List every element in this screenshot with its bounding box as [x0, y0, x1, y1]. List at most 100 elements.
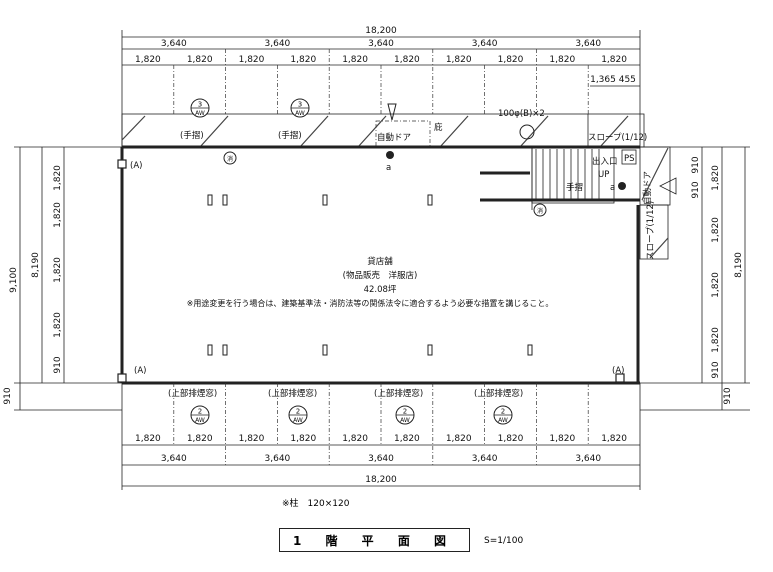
bottom-subspan-dimension: 1,820 — [135, 434, 161, 444]
ps-label: PS — [624, 154, 635, 164]
column — [615, 373, 625, 383]
bottom-subspan-dimension: 1,820 — [290, 434, 316, 444]
bottom-span-dimension: 3,640 — [368, 454, 394, 464]
section-code: AW — [195, 110, 205, 117]
handrail-label-2: (手摺) — [278, 130, 302, 141]
extinguisher-label-2: 消 — [537, 207, 543, 215]
top-span-dimension: 3,640 — [368, 39, 394, 49]
right-segment-dimension: 910 — [711, 361, 721, 378]
bottom-subspan-dimension: 1,820 — [601, 434, 627, 444]
room-name: 貸店舗 — [367, 256, 393, 267]
smoke-window-1: (上部排煙窓) — [168, 388, 217, 399]
top-span-dimension: 3,640 — [575, 39, 601, 49]
left-total-dimension: 9,100 — [9, 267, 19, 293]
axis-a-bottom-left: (A) — [134, 366, 146, 376]
section-marker-bottom: 2AW — [190, 405, 210, 425]
room-notice: ※用途変更を行う場合は、建築基準法・消防法等の関係法令に適合するよう必要な措置を… — [187, 298, 554, 308]
top-subspan-dimension: 1,820 — [394, 55, 420, 65]
door-marker-icon — [387, 103, 397, 121]
column — [117, 373, 127, 383]
extinguisher-icon — [223, 151, 237, 165]
stair[interactable] — [531, 146, 615, 204]
top-subspan-dimension: 1,820 — [549, 55, 575, 65]
stair-handrail-label: 手摺 — [566, 182, 583, 193]
top-total-dimension: 18,200 — [365, 26, 397, 36]
section-code: AW — [295, 110, 305, 117]
point-a-label-2: a — [386, 163, 391, 173]
eaves-label: 庇 — [434, 122, 443, 133]
bottom-total-dimension: 18,200 — [365, 475, 397, 485]
room-area: 42.08坪 — [364, 285, 397, 295]
drain-icon — [519, 124, 535, 140]
smoke-window-4: (上部排煙窓) — [474, 388, 523, 399]
left-segment-dimension: 1,820 — [53, 312, 63, 338]
axis-a-bottom-right: (A) — [612, 366, 624, 376]
section-number: 2 — [198, 408, 202, 416]
right-total-dimension: 8,190 — [734, 252, 744, 278]
left-segment-dimension: 910 — [53, 356, 63, 373]
light-fixture — [527, 344, 533, 356]
section-number: 2 — [296, 408, 300, 416]
stair-outline — [531, 146, 615, 204]
right-segment-dimension: 1,820 — [711, 272, 721, 298]
smoke-window-2: (上部排煙窓) — [268, 388, 317, 399]
outlet-icon — [618, 182, 626, 190]
left-segment-dimension: 1,820 — [53, 257, 63, 283]
section-code: AW — [195, 417, 205, 424]
top-subspan-dimension: 1,820 — [342, 55, 368, 65]
light-fixture — [322, 344, 328, 356]
extinguisher-icon — [533, 203, 547, 217]
top-subspan-dimension: 1,820 — [187, 55, 213, 65]
right-segment-dimension: 910 — [691, 181, 701, 198]
section-marker-bottom: 2AW — [395, 405, 415, 425]
light-fixture — [427, 344, 433, 356]
light-fixture — [322, 194, 328, 206]
top-subspan-dimension: 1,820 — [239, 55, 265, 65]
top-span-dimension: 3,640 — [265, 39, 291, 49]
light-fixture — [207, 344, 213, 356]
top-subspan-dimension: 1,820 — [290, 55, 316, 65]
bottom-subspan-dimension: 1,820 — [498, 434, 524, 444]
right-bottom-dimension: 910 — [723, 387, 733, 404]
slope-top-label: スロープ(1/12) — [588, 133, 647, 143]
section-number: 2 — [403, 408, 407, 416]
bottom-span-dimension: 3,640 — [575, 454, 601, 464]
light-fixture — [427, 194, 433, 206]
section-marker-bottom: 2AW — [288, 405, 308, 425]
section-number: 3 — [298, 101, 302, 109]
auto-door-label: 自動ドア — [377, 132, 411, 143]
bottom-span-dimension: 3,640 — [161, 454, 187, 464]
section-number: 2 — [501, 408, 505, 416]
section-marker-top: 3AW — [290, 98, 310, 118]
top-subspan-dimension: 1,820 — [601, 55, 627, 65]
fixtures — [117, 49, 626, 465]
side-auto-door-label: 自動ドア — [642, 171, 653, 205]
left-dimension-lines — [14, 146, 122, 411]
section-marker-top: 3AW — [190, 98, 210, 118]
section-code: AW — [498, 417, 508, 424]
axis-a-top-left: (A) — [130, 161, 142, 171]
top-span-dimension: 3,640 — [161, 39, 187, 49]
section-code: AW — [293, 417, 303, 424]
bottom-span-dimension: 3,640 — [265, 454, 291, 464]
bottom-span-dimension: 3,640 — [472, 454, 498, 464]
entrance-label: 出入口 — [592, 156, 618, 167]
right-segment-dimension: 1,820 — [711, 327, 721, 353]
top-extra-dimension: 1,365 455 — [590, 75, 636, 85]
right-segment-dimension: 1,820 — [711, 165, 721, 191]
column — [117, 159, 127, 169]
left-inner-dimension: 8,190 — [31, 252, 41, 278]
outlet-icon — [386, 151, 394, 159]
light-fixture — [222, 344, 228, 356]
left-bottom-dimension: 910 — [3, 387, 13, 404]
left-segment-dimension: 1,820 — [53, 165, 63, 191]
top-subspan-dimension: 1,820 — [498, 55, 524, 65]
bottom-subspan-dimension: 1,820 — [187, 434, 213, 444]
section-code: AW — [400, 417, 410, 424]
column-note: ※柱 120×120 — [282, 499, 350, 509]
bottom-subspan-dimension: 1,820 — [394, 434, 420, 444]
top-subspan-dimension: 1,820 — [135, 55, 161, 65]
section-marker-bottom: 2AW — [493, 405, 513, 425]
